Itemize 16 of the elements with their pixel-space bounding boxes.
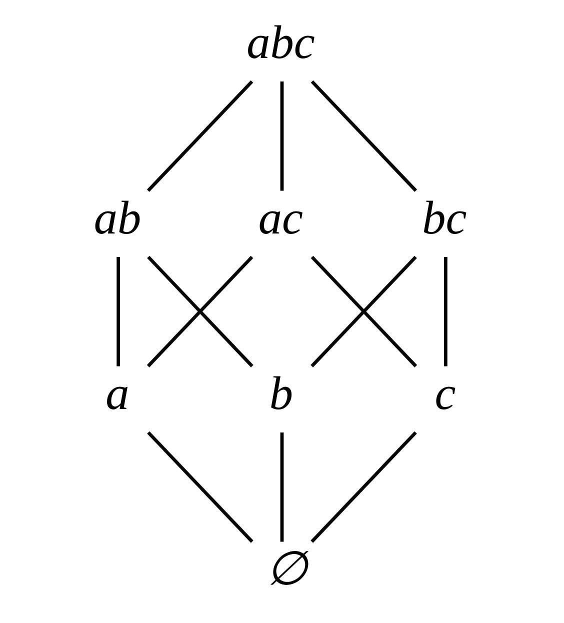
- connector: [116, 257, 120, 366]
- connector: [310, 80, 418, 192]
- node-text: b: [269, 368, 293, 420]
- node-text: a: [106, 368, 130, 420]
- connector: [280, 82, 284, 191]
- node-text: bc: [422, 192, 467, 245]
- node-text: ac: [258, 192, 303, 245]
- connector: [280, 432, 284, 542]
- connector: [146, 80, 254, 192]
- node-text: abc: [246, 17, 315, 70]
- node-text: ab: [94, 192, 142, 245]
- node-text: ∅: [266, 544, 307, 596]
- connector: [310, 431, 417, 543]
- connector: [444, 257, 448, 366]
- connector: [147, 431, 254, 543]
- node-text: c: [434, 368, 456, 420]
